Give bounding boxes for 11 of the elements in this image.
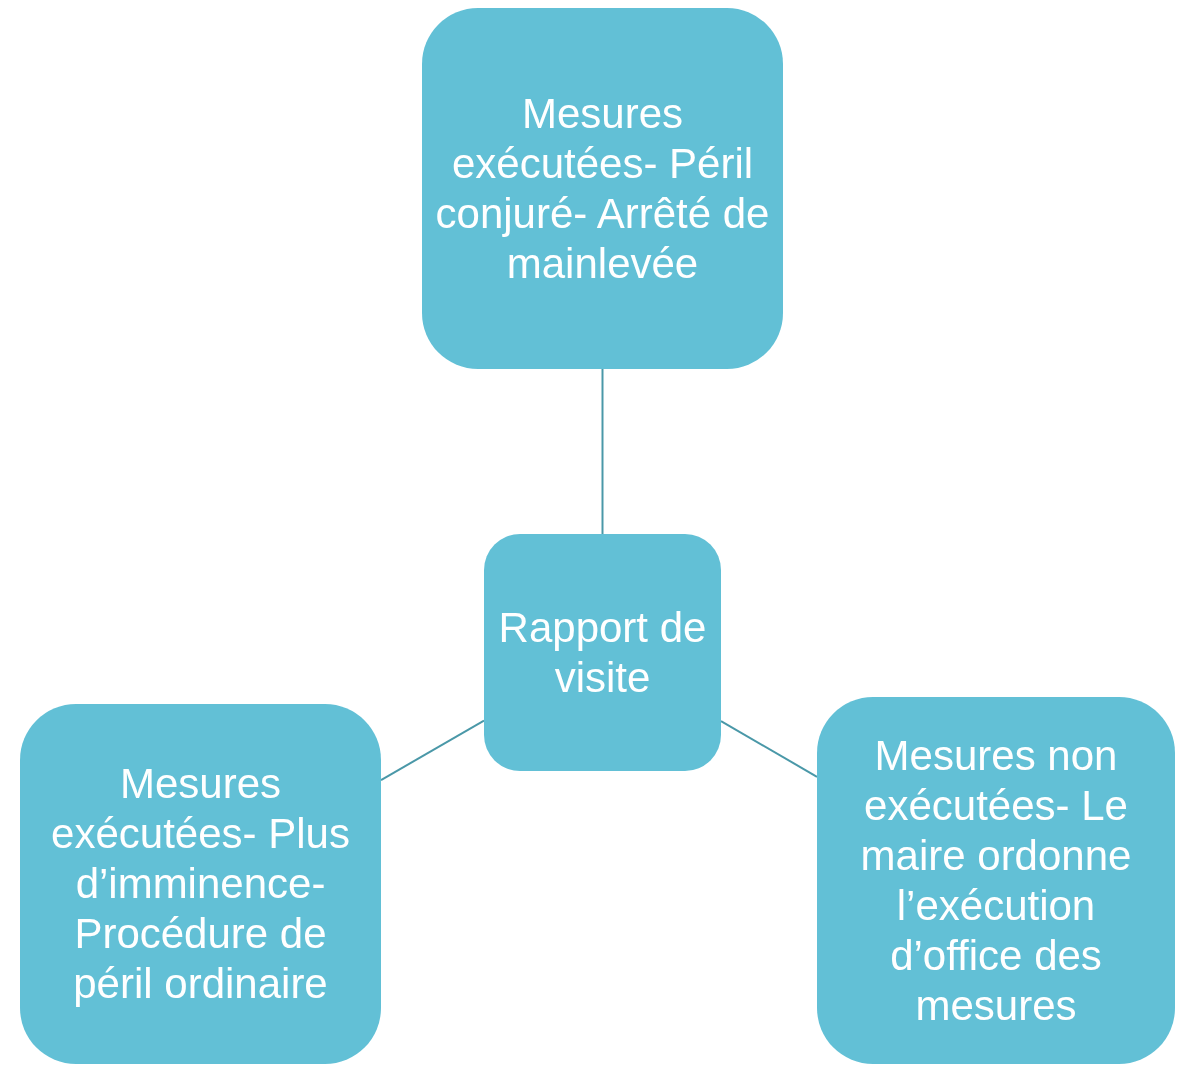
node-text: Rapport de visite <box>497 602 708 703</box>
rounded-box <box>484 534 721 771</box>
rounded-box <box>817 697 1175 1064</box>
rounded-box <box>422 8 783 369</box>
rounded-box <box>20 704 381 1064</box>
connector-line <box>720 720 818 778</box>
connector-line <box>601 368 604 535</box>
connector-line <box>380 719 485 782</box>
node-text: Mesures non exécutées- Le maire ordonne l’exécution d’office des mesures <box>859 730 1133 1031</box>
node-text: Mesures exécutées- Péril conjuré- Arrêté de mainlevée <box>434 88 771 289</box>
node-text: Mesures exécutées- Plus d’imminence- Procédure de péril ordinaire <box>50 759 351 1009</box>
